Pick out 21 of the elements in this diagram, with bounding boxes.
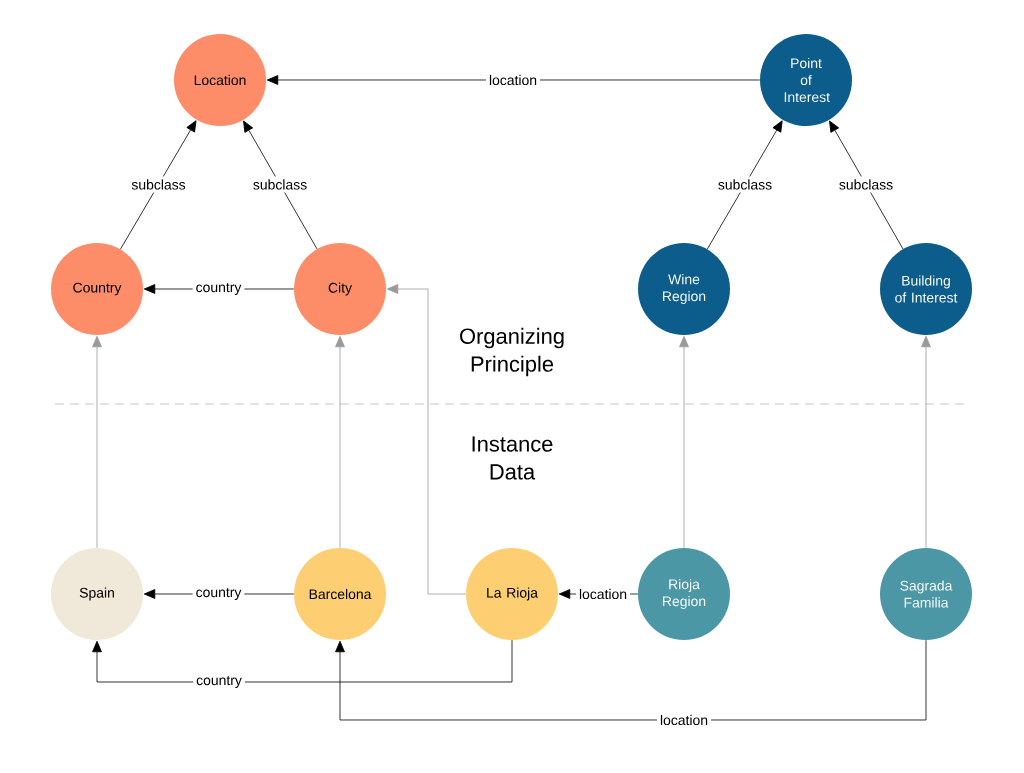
edge-label: subclass xyxy=(835,176,897,193)
arrow xyxy=(335,335,345,549)
edge-label: country xyxy=(192,585,245,603)
arrow xyxy=(679,335,689,549)
arrow xyxy=(335,639,927,721)
arrow xyxy=(243,120,318,250)
section-label: Instance Data xyxy=(472,436,553,480)
arrow xyxy=(92,335,102,549)
section-label: Organizing Principle xyxy=(460,327,564,377)
arrow xyxy=(266,75,761,85)
edge-label: subclass xyxy=(714,176,776,193)
arrow xyxy=(921,335,931,549)
arrow xyxy=(386,284,467,595)
arrow xyxy=(706,120,783,250)
edge-label: subclass xyxy=(128,176,189,193)
edge-label: subclass xyxy=(249,176,311,193)
arrow xyxy=(829,120,904,250)
arrow xyxy=(92,639,513,683)
arrow xyxy=(120,120,197,250)
edge-label: country xyxy=(192,280,245,298)
edge-label: country xyxy=(193,673,245,691)
